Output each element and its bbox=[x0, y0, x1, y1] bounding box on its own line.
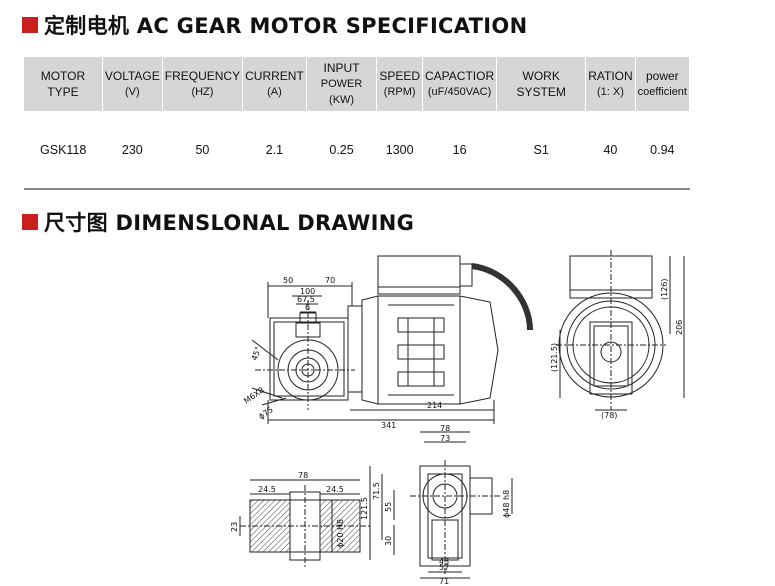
dim-label: 71.5 bbox=[372, 482, 381, 500]
red-square-icon bbox=[22, 17, 38, 33]
dim-label: 23 bbox=[230, 522, 239, 532]
bottom-view bbox=[369, 431, 513, 579]
cable bbox=[471, 263, 533, 331]
drawing-section-title: 尺寸图 DIMENSLONAL DRAWING bbox=[22, 207, 414, 237]
table-cell: 1300 bbox=[376, 111, 423, 190]
spec-section-title: 定制电机 AC GEAR MOTOR SPECIFICATION bbox=[22, 10, 527, 40]
dim-label: (126) bbox=[660, 278, 669, 300]
dim-label: 70 bbox=[325, 276, 335, 285]
dim-label: 206 bbox=[675, 320, 684, 335]
col-header: SPEED(RPM) bbox=[376, 57, 424, 111]
motor-flange bbox=[347, 305, 363, 393]
dim-label: ϕ48 h8 bbox=[502, 490, 511, 518]
table-cell: 2.1 bbox=[242, 111, 307, 190]
dim-label: 6 bbox=[305, 303, 310, 312]
side-motor-housing bbox=[558, 292, 664, 398]
dim-label: 214 bbox=[427, 401, 442, 410]
dim-label: (78) bbox=[601, 411, 617, 420]
table-cell: S1 bbox=[496, 111, 586, 190]
dim-label: 55 bbox=[384, 502, 393, 512]
dim-label: 45° bbox=[250, 345, 263, 361]
dim-label: 71 bbox=[439, 577, 449, 586]
dim-label: 57 bbox=[439, 563, 449, 572]
col-header: CURRENT(A) bbox=[242, 57, 307, 111]
dim-label: ϕ75 bbox=[257, 405, 275, 421]
side-view bbox=[556, 250, 685, 411]
dim-label: 341 bbox=[381, 421, 396, 430]
motor-body bbox=[377, 295, 461, 405]
table-cell: 0.25 bbox=[306, 111, 377, 190]
dim-label: 24.5 bbox=[258, 485, 276, 494]
col-header: CAPACTIOR(uF/450VAC) bbox=[422, 57, 498, 111]
dim-label: 67.5 bbox=[297, 295, 315, 304]
table-cell: GSK118 bbox=[24, 111, 103, 190]
motor-end-cap bbox=[459, 295, 499, 405]
table-cell: 16 bbox=[422, 111, 497, 190]
dim-label: 50 bbox=[283, 276, 293, 285]
col-header: FREQUENCY(HZ) bbox=[161, 57, 244, 111]
dim-label: 78 bbox=[440, 424, 450, 433]
col-header: MOTOR TYPE bbox=[24, 57, 103, 111]
dim-label: 121.5 bbox=[360, 497, 369, 520]
front-view bbox=[251, 255, 533, 424]
dim-label: (121.5) bbox=[550, 343, 559, 372]
shaft-section-view bbox=[239, 479, 370, 568]
dim-label: 30 bbox=[384, 536, 393, 546]
dim-label: 100 bbox=[300, 287, 315, 296]
col-header: RATION(1: X) bbox=[585, 57, 636, 111]
table-row: GSK118 230 50 2.1 0.25 1300 16 S1 40 0.9… bbox=[24, 111, 690, 190]
terminal-box bbox=[377, 255, 461, 295]
spec-title-text: 定制电机 AC GEAR MOTOR SPECIFICATION bbox=[44, 14, 528, 38]
table-cell: 230 bbox=[102, 111, 163, 190]
dim-label: ϕ20 H8 bbox=[336, 519, 345, 548]
drawing-title-text: 尺寸图 DIMENSLONAL DRAWING bbox=[44, 211, 415, 235]
dim-label: 43 bbox=[439, 557, 449, 566]
spec-table: MOTOR TYPE VOLTAGE(V) FREQUENCY(HZ) CURR… bbox=[24, 57, 691, 190]
dim-label: 78 bbox=[298, 471, 308, 480]
table-cell: 40 bbox=[585, 111, 636, 190]
red-square-icon bbox=[22, 214, 38, 230]
table-cell: 0.94 bbox=[635, 111, 690, 190]
table-header-row: MOTOR TYPE VOLTAGE(V) FREQUENCY(HZ) CURR… bbox=[24, 57, 691, 111]
dim-label: 73 bbox=[440, 434, 450, 443]
table-cell: 50 bbox=[162, 111, 243, 190]
dim-label: 24.5 bbox=[326, 485, 344, 494]
col-header: WORK SYSTEM bbox=[496, 57, 587, 111]
